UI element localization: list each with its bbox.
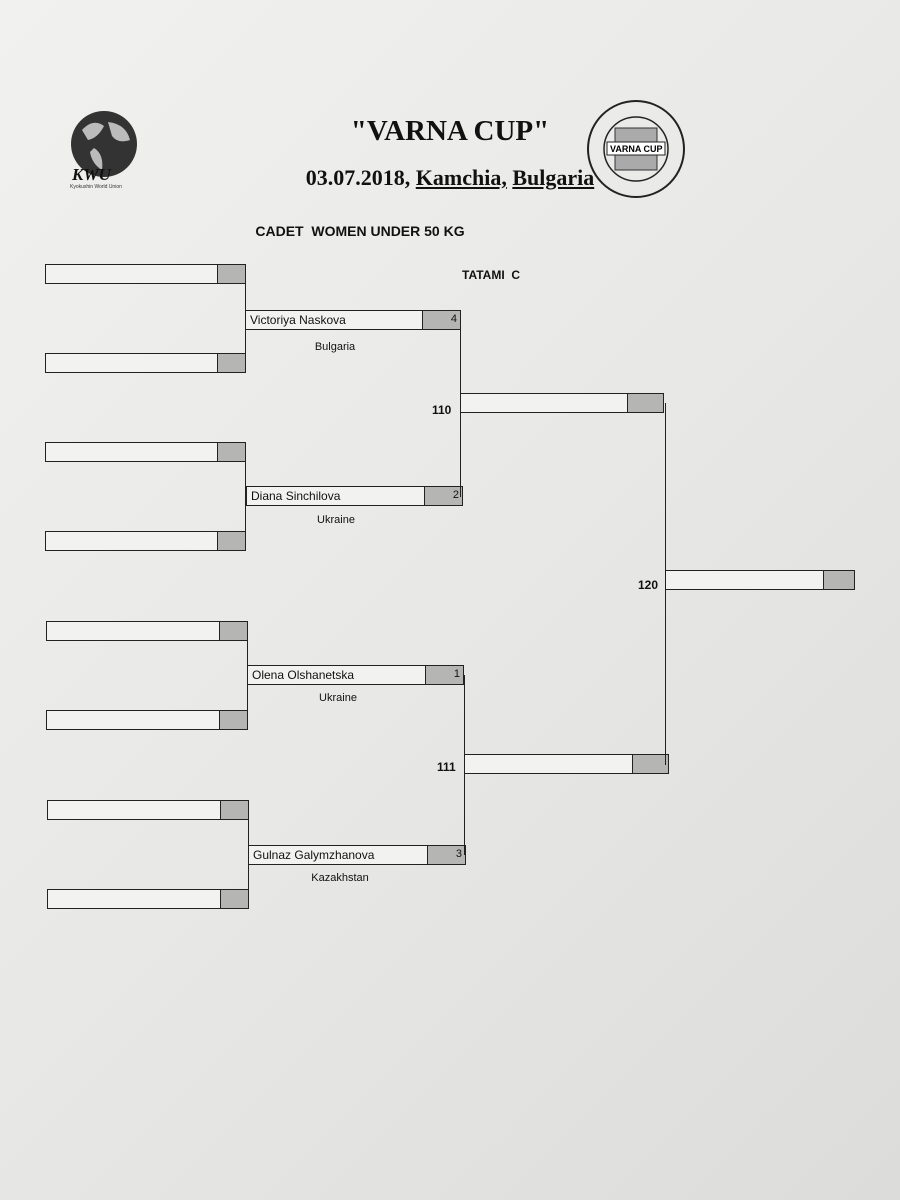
event-place: Kamchia, <box>415 165 507 190</box>
varna-cup-seal: VARNA CUP <box>585 98 687 200</box>
event-date: 03.07.2018, <box>305 165 411 190</box>
competitor-name: Victoriya Naskova <box>250 313 346 327</box>
winner-slot <box>665 570 855 590</box>
competitor-name: Diana Sinchilova <box>251 489 341 503</box>
match-number: 111 <box>437 760 456 774</box>
competitor-name: Olena Olshanetska <box>252 668 355 682</box>
competitor-name: Gulnaz Galymzhanova <box>253 848 375 862</box>
r1-slot <box>45 531 246 551</box>
svg-text:KWU: KWU <box>71 165 111 184</box>
competitor-country: Ukraine <box>317 514 355 526</box>
competitor-country: Kazakhstan <box>311 872 369 884</box>
event-date-location: 03.07.2018, Kamchia, Bulgaria <box>0 165 900 191</box>
seed-number: 2 <box>424 487 462 505</box>
competitor-country: Ukraine <box>319 692 357 704</box>
category-title: CADET WOMEN UNDER 50 KG <box>255 223 465 239</box>
svg-text:VARNA CUP: VARNA CUP <box>610 144 663 154</box>
match-number: 120 <box>638 578 659 592</box>
seed-number: 1 <box>425 666 463 684</box>
r1-slot <box>47 889 249 909</box>
r1-slot <box>47 800 249 820</box>
tatami-label: TATAMI C <box>462 268 520 282</box>
seed-number: 3 <box>427 846 465 864</box>
r1-slot <box>45 353 246 373</box>
competitor-slot: Olena Olshanetska 1 <box>247 665 464 685</box>
competitor-slot: Gulnaz Galymzhanova 3 <box>248 845 466 865</box>
competitor-slot: Victoriya Naskova 4 <box>245 310 461 330</box>
seed-number: 4 <box>422 311 460 329</box>
semifinal-slot <box>464 754 669 774</box>
svg-text:Kyokushin World Union: Kyokushin World Union <box>70 184 122 190</box>
match-number: 110 <box>432 403 452 417</box>
competitor-country: Bulgaria <box>314 341 356 353</box>
r1-slot <box>46 710 248 730</box>
competitor-slot: Diana Sinchilova 2 <box>246 486 463 506</box>
r1-slot <box>45 442 246 462</box>
r1-slot <box>45 264 246 284</box>
r1-slot <box>46 621 248 641</box>
event-country: Bulgaria <box>512 165 595 190</box>
page-title: "VARNA CUP" <box>350 115 550 147</box>
semifinal-slot <box>460 393 664 413</box>
